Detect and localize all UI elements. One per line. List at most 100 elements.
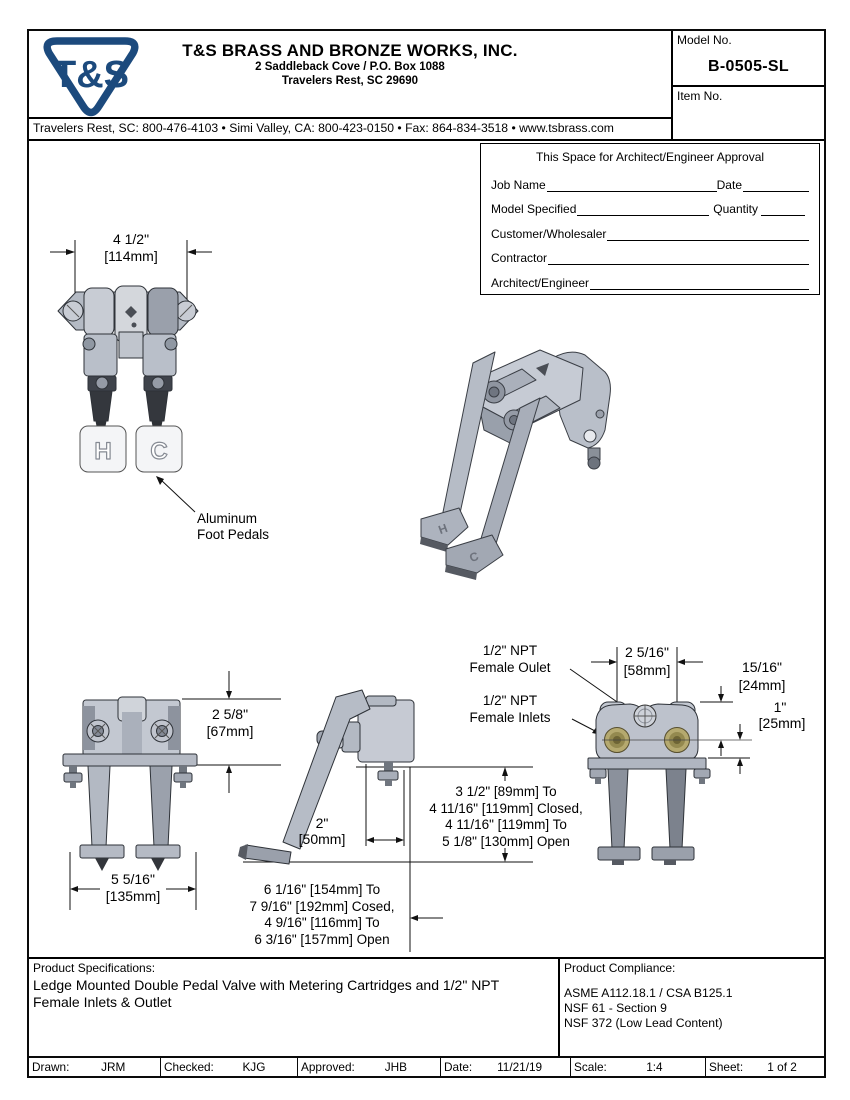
titleblock-approved-cell: Approved: JHB xyxy=(297,1058,440,1076)
pedal-hot xyxy=(79,425,127,473)
ledge-flange-front xyxy=(62,753,198,767)
company-address-2: Travelers Rest, SC 29690 xyxy=(281,74,419,87)
iso-lever-left xyxy=(438,351,496,533)
date-value: 11/21/19 xyxy=(497,1060,543,1074)
approved-value: JHB xyxy=(384,1060,408,1074)
height-line-3: 4 11/16" [119mm] To xyxy=(445,817,567,833)
technical-drawings: H C xyxy=(50,240,752,952)
pedal-lever-side xyxy=(282,689,371,850)
mounting-height-note: 3 1/2" [89mm] To 4 11/16" [119mm] Closed… xyxy=(415,784,597,850)
dim-depth-mm: [50mm] xyxy=(298,831,346,847)
approval-row-customer: Customer/Wholesaler xyxy=(491,216,809,241)
title-block: Drawn: JRM Checked: KJG Approved: JHB Da… xyxy=(29,1056,824,1076)
dim-lines-width-top xyxy=(50,240,212,300)
height-line-2: 4 11/16" [119mm] Closed, xyxy=(429,800,583,816)
dim-height-bottom-mm: [67mm] xyxy=(206,723,254,739)
pedal-travel-note: 6 1/16" [154mm] To 7 9/16" [192mm] Cosed… xyxy=(237,882,407,948)
drawn-label: Drawn: xyxy=(32,1060,70,1074)
pedal-arm-left xyxy=(89,390,113,422)
model-specified-label: Model Specified xyxy=(491,202,577,217)
product-compliance-title: Product Compliance: xyxy=(564,961,676,975)
flange-logo-mark xyxy=(125,306,137,318)
travel-line-1: 6 1/16" [154mm] To xyxy=(263,882,381,897)
valve-cylinder-right xyxy=(147,287,179,337)
isometric-view: H C xyxy=(420,349,611,580)
approval-box: This Space for Architect/Engineer Approv… xyxy=(480,143,820,295)
pedal-letter-c: C xyxy=(150,438,167,465)
dim-top-to-cl-mm: [24mm] xyxy=(738,677,786,693)
compliance-item-1: ASME A112.18.1 / CSA B125.1 xyxy=(564,986,733,1000)
specs-top-line xyxy=(29,957,824,959)
aluminum-pedals-note: Aluminum Foot Pedals xyxy=(197,511,269,542)
dim-inlet-spacing-in: 2 5/16" xyxy=(625,644,669,660)
travel-line-2: 7 9/16" [192mm] Cosed, xyxy=(249,898,395,914)
scale-value: 1:4 xyxy=(646,1060,663,1074)
customer-wholesaler-label: Customer/Wholesaler xyxy=(491,226,607,241)
front-view-top: H C xyxy=(50,240,212,513)
titleblock-sheet-cell: Sheet: 1 of 2 xyxy=(705,1058,824,1076)
product-compliance-list: ASME A112.18.1 / CSA B125.1 NSF 61 - Sec… xyxy=(564,986,732,1031)
model-item-divider-line xyxy=(673,85,824,87)
company-name: T&S BRASS AND BRONZE WORKS, INC. xyxy=(182,41,518,60)
front-view-bottom xyxy=(62,671,281,910)
titleblock-date-cell: Date: 11/21/19 xyxy=(440,1058,570,1076)
sheet-label: Sheet: xyxy=(709,1060,744,1074)
pedal-letter-h: H xyxy=(94,438,111,465)
dim-top-to-cl-in: 15/16" xyxy=(741,659,782,675)
center-post xyxy=(118,331,144,359)
ledge-flange-rear xyxy=(587,757,707,770)
inlet-label-line-1: 1/2" NPT xyxy=(482,693,538,708)
approval-row-architect: Architect/Engineer xyxy=(491,265,809,290)
ts-logo-text: T&S xyxy=(53,54,129,96)
dim-lines-height xyxy=(69,671,281,910)
rear-leg-left xyxy=(607,768,629,850)
travel-line-3: 4 9/16" [116mm] To xyxy=(264,915,380,931)
model-no-value: B-0505-SL xyxy=(708,58,789,75)
approval-title: This Space for Architect/Engineer Approv… xyxy=(535,150,765,164)
valve-cylinder-left xyxy=(83,287,115,337)
sheet-border xyxy=(27,29,826,1078)
contractor-blank xyxy=(548,249,809,266)
model-no-label: Model No. xyxy=(677,33,732,47)
contact-line: Travelers Rest, SC: 800-476-4103 • Simi … xyxy=(33,121,614,135)
sheet-value: 1 of 2 xyxy=(767,1060,797,1074)
dim-width-bottom-in: 5 5/16" xyxy=(111,871,155,887)
approval-row-model-specified: Model Specified Quantity xyxy=(491,192,809,217)
note-line-2: Foot Pedals xyxy=(197,526,270,542)
titleblock-scale-cell: Scale: 1:4 xyxy=(570,1058,705,1076)
pedal-leg-right xyxy=(149,765,173,848)
company-logo: T&S xyxy=(40,36,142,123)
customer-wholesaler-blank xyxy=(607,225,809,241)
approval-row-contractor: Contractor xyxy=(491,241,809,266)
header-divider-line xyxy=(29,117,672,119)
pedal-arm-right xyxy=(145,390,169,422)
date-label: Date xyxy=(716,177,742,192)
quantity-label: Quantity xyxy=(713,202,758,217)
ts-logo-icon: T&S xyxy=(43,37,139,117)
inlet-label: 1/2" NPT Female Inlets xyxy=(449,693,571,726)
dim-depth-in: 2" xyxy=(315,815,329,831)
titleblock-drawn-cell: Drawn: JRM xyxy=(29,1058,160,1076)
job-name-blank xyxy=(546,176,717,192)
dim-width-bottom-mm: [135mm] xyxy=(105,888,161,904)
approval-row-job-name: Job Name Date xyxy=(491,167,809,192)
titleblock-checked-cell: Checked: KJG xyxy=(160,1058,297,1076)
contractor-label: Contractor xyxy=(491,251,548,266)
travel-line-4: 6 3/16" [157mm] Open xyxy=(254,931,390,947)
dim-width-top-mm: [114mm] xyxy=(104,248,158,264)
company-block: T&S BRASS AND BRONZE WORKS, INC. 2 Saddl… xyxy=(130,41,570,88)
scale-label: Scale: xyxy=(574,1060,607,1074)
height-line-1: 3 1/2" [89mm] To xyxy=(455,784,557,799)
checked-label: Checked: xyxy=(164,1060,214,1074)
model-box-left-line xyxy=(671,31,673,139)
job-name-label: Job Name xyxy=(491,177,546,192)
contact-divider-line xyxy=(29,139,824,141)
drawn-value: JRM xyxy=(101,1060,126,1074)
outlet-label: 1/2" NPT Female Oulet xyxy=(449,643,571,676)
compliance-item-2: NSF 61 - Section 9 xyxy=(564,1001,667,1015)
company-address-1: 2 Saddleback Cove / P.O. Box 1088 xyxy=(255,61,445,73)
quantity-blank xyxy=(761,200,805,217)
dim-cl-to-ledge-mm: [25mm] xyxy=(758,715,806,731)
specs-compliance-divider xyxy=(558,959,560,1057)
